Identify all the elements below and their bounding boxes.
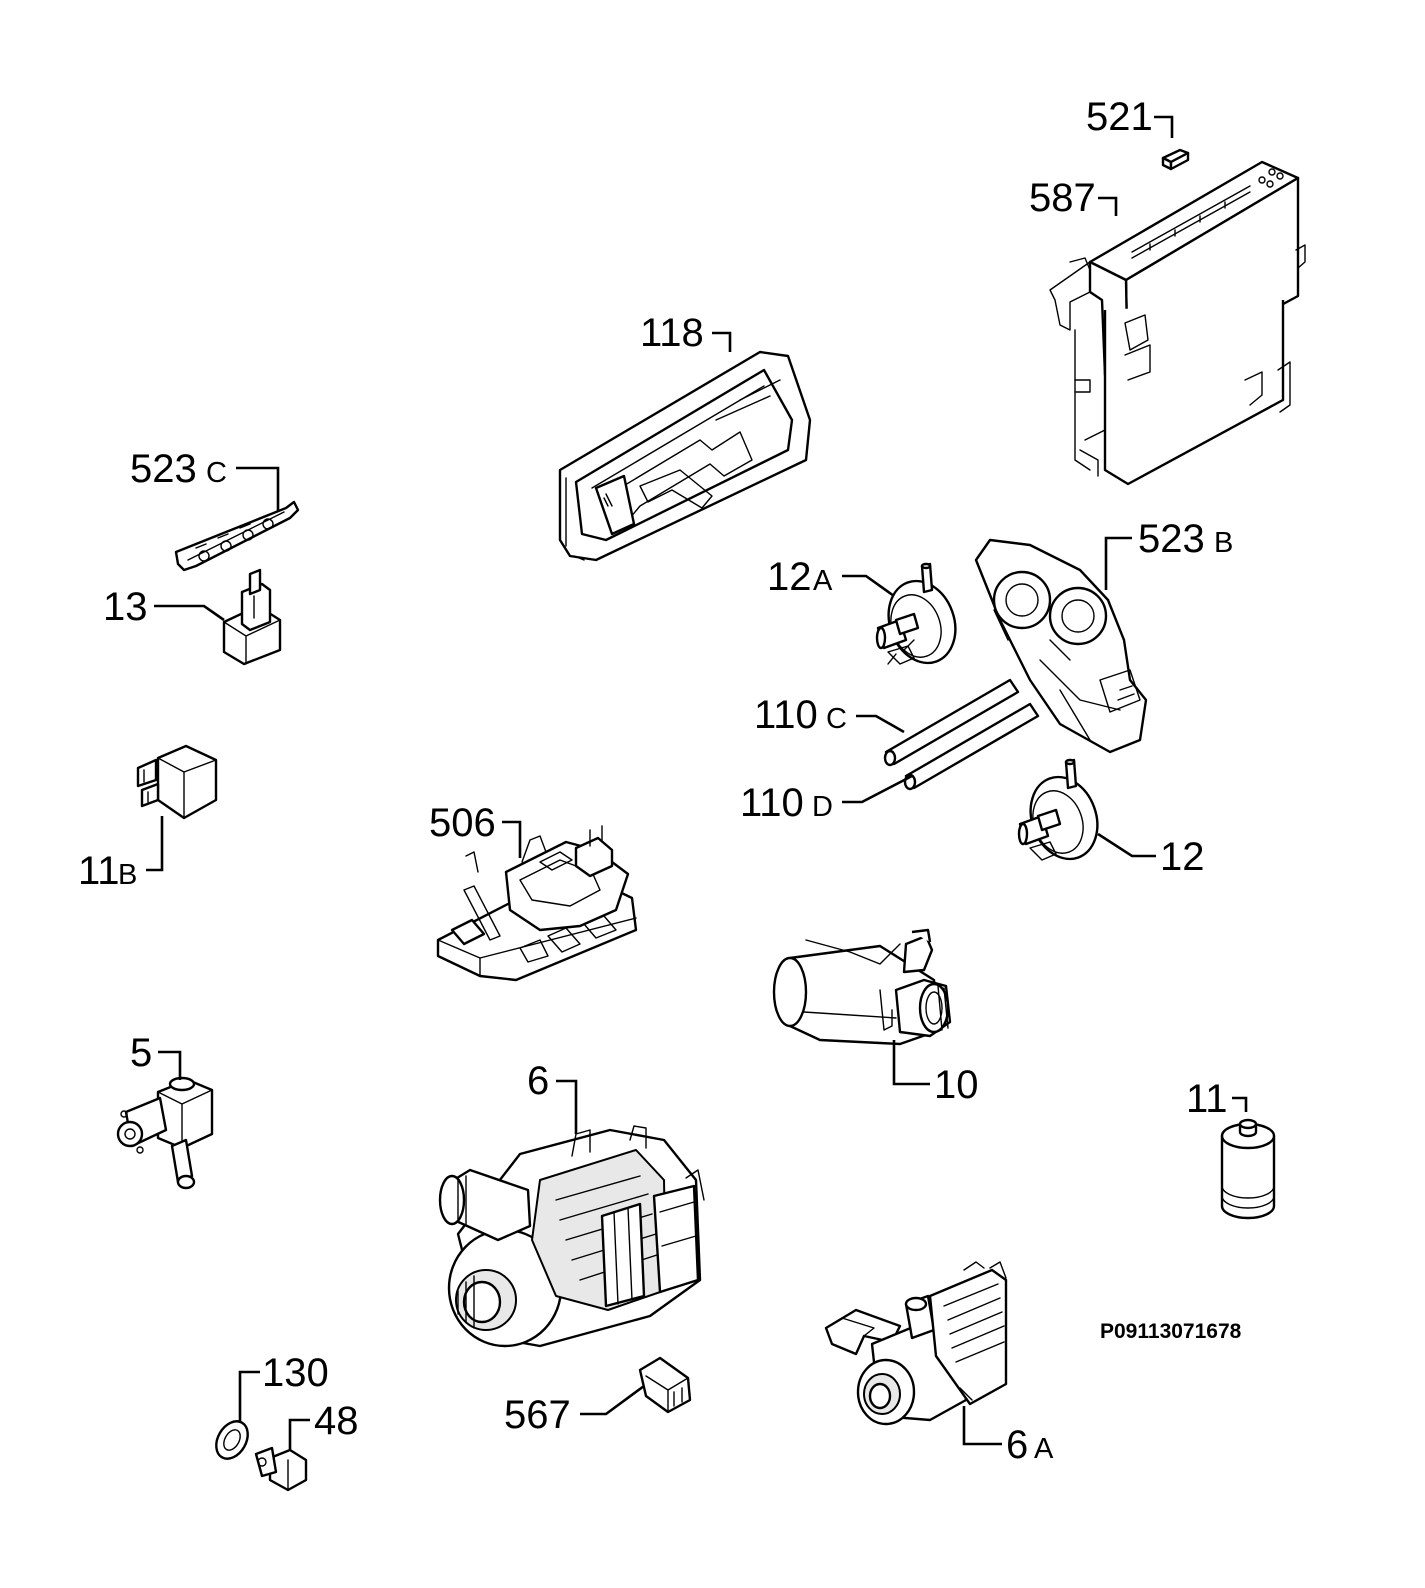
part-suffix: A — [1034, 1433, 1054, 1465]
part-number: 521 — [1086, 95, 1153, 139]
part-number: 110 — [740, 781, 804, 825]
part-6a-drawing — [824, 1261, 1008, 1426]
part-number: 12 — [1160, 835, 1205, 879]
part-12-drawing — [1017, 758, 1099, 861]
part-number: 10 — [934, 1063, 979, 1107]
part-number: 48 — [314, 1399, 359, 1443]
part-suffix: B — [118, 859, 137, 891]
label-523c: 523 C — [130, 447, 280, 512]
part-number: 11 — [1186, 1077, 1228, 1121]
label-130: 130 — [238, 1351, 329, 1422]
part-5-drawing — [116, 1076, 214, 1190]
label-587: 587 — [1029, 176, 1118, 220]
label-6: 6 — [527, 1059, 578, 1134]
part-11-drawing — [1220, 1118, 1276, 1220]
part-suffix: A — [813, 565, 833, 597]
part-567-drawing — [638, 1356, 692, 1414]
part-number: 567 — [504, 1393, 571, 1437]
part-11b-drawing — [136, 744, 218, 820]
label-110d: 110 D — [740, 774, 913, 825]
label-506: 506 — [429, 801, 522, 858]
part-number: 506 — [429, 801, 496, 845]
part-number: 523 — [130, 447, 197, 491]
label-12a: 12 A — [767, 555, 895, 599]
part-number: 11 — [78, 849, 120, 893]
part-number: 12 — [767, 555, 812, 599]
part-523c-drawing — [174, 500, 300, 572]
label-110c: 110 C — [754, 693, 905, 737]
part-48-drawing — [254, 1446, 308, 1492]
label-5: 5 — [130, 1031, 182, 1080]
label-523b: 523 B — [1104, 517, 1233, 590]
part-number: 587 — [1029, 176, 1096, 220]
part-suffix: C — [826, 703, 847, 735]
part-6-drawing — [438, 1125, 705, 1348]
part-number: 6 — [1006, 1423, 1028, 1467]
label-11b: 11 B — [78, 816, 164, 893]
part-number: 13 — [103, 585, 148, 629]
part-number: 523 — [1138, 517, 1205, 561]
label-10: 10 — [892, 1040, 979, 1107]
part-number: 118 — [640, 311, 704, 355]
part-suffix: C — [206, 457, 227, 489]
drawing-code: P09113071678 — [1100, 1320, 1242, 1343]
part-587-drawing — [1049, 160, 1306, 486]
part-12a-drawing — [875, 562, 957, 665]
part-number: 130 — [262, 1351, 329, 1395]
part-10-drawing — [772, 928, 952, 1046]
label-11: 11 — [1186, 1077, 1248, 1121]
label-13: 13 — [103, 585, 225, 629]
part-521-drawing — [1161, 148, 1190, 171]
label-118: 118 — [640, 311, 732, 355]
part-523b-drawing — [974, 538, 1148, 754]
part-13-drawing — [222, 568, 282, 666]
label-12: 12 — [1097, 832, 1205, 879]
label-521: 521 — [1086, 95, 1174, 139]
part-110c-drawing — [883, 678, 1020, 767]
label-567: 567 — [504, 1384, 645, 1437]
part-number: 5 — [130, 1031, 152, 1075]
label-6a: 6 A — [962, 1406, 1054, 1467]
part-number: 6 — [527, 1059, 549, 1103]
part-506-drawing — [436, 825, 638, 982]
label-48: 48 — [288, 1399, 359, 1450]
part-suffix: B — [1214, 527, 1233, 559]
part-number: 110 — [754, 693, 818, 737]
part-110d-drawing — [903, 702, 1040, 791]
part-118-drawing — [558, 350, 812, 562]
part-suffix: D — [812, 791, 833, 823]
part-130-drawing — [215, 1420, 249, 1460]
